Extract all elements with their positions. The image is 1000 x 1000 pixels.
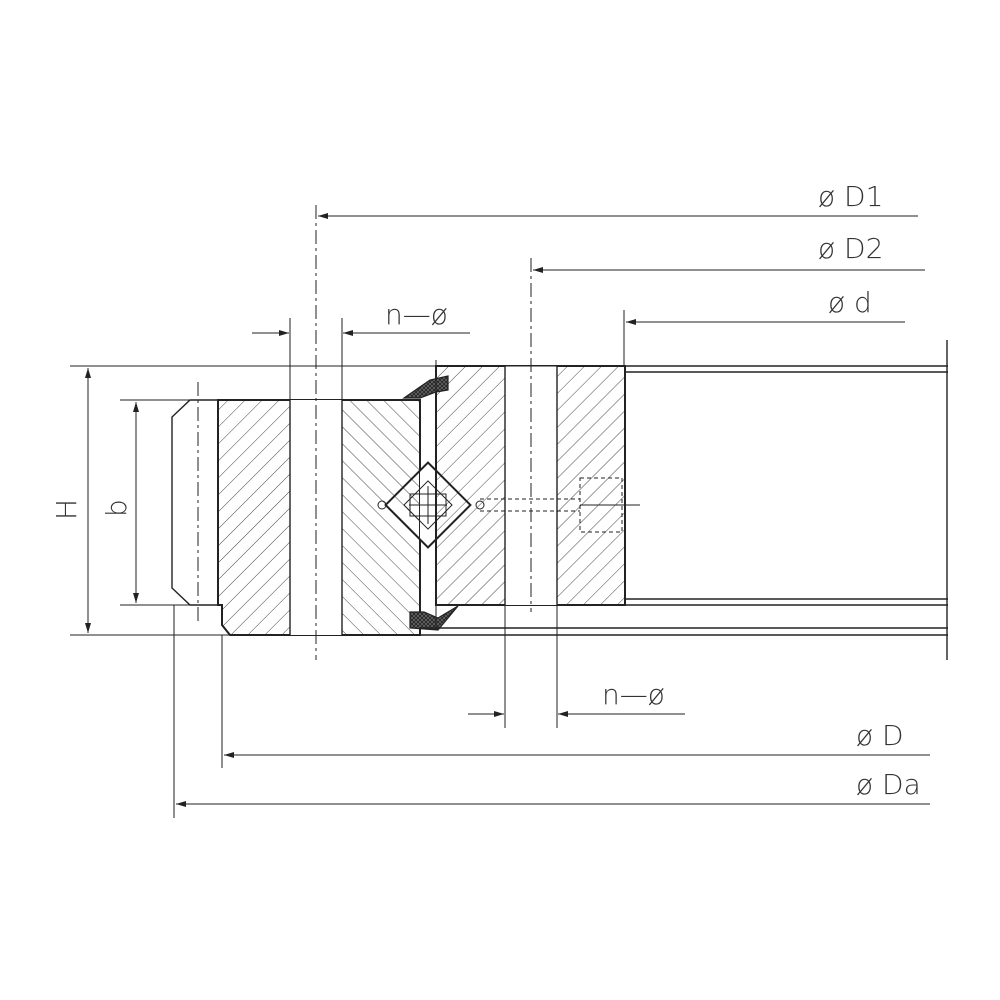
label-phi-d2: ø D2 [818,232,883,265]
label-n-phi-top: n—ø [385,298,448,331]
label-phi-d: ø d [828,286,872,319]
label-phi-da: ø Da [856,768,921,801]
dimension-labels: ø D1 ø D2 ø d n—ø n—ø ø D ø Da H b [50,180,921,801]
dimension-lines [85,213,930,807]
label-phi-d-outer: ø D [856,719,904,752]
seals [402,375,459,631]
label-n-phi-bottom: n—ø [602,678,665,711]
roller [377,461,485,549]
extension-lines [70,310,948,818]
label-b: b [100,499,133,517]
inner-ring [435,258,640,612]
label-phi-d1: ø D1 [818,180,883,213]
label-h: H [50,499,83,520]
outer-ring [171,205,480,660]
